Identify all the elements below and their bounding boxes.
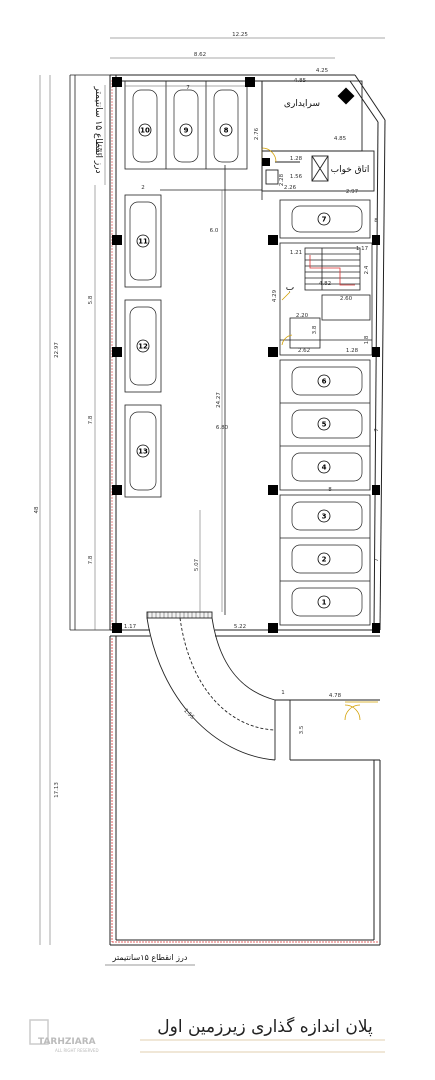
guard-room-label: سرایداری — [284, 99, 320, 109]
stair-label: ب — [286, 283, 294, 293]
dim-lower-total: 17.13 — [54, 782, 60, 798]
guard-door — [261, 147, 277, 163]
dim-overall: 48 — [34, 506, 40, 513]
dim-total-left: 22.97 — [54, 342, 60, 358]
dim-guard-width: 4.85 — [294, 78, 307, 84]
dim-ramp-radius: 1.55 — [182, 708, 195, 721]
dim-stair-h2: 1.8 — [364, 335, 370, 344]
bedroom-shower — [265, 169, 279, 185]
parking-number-3: 3 — [322, 513, 327, 521]
parking-number-6: 6 — [322, 378, 327, 386]
dim-bed-height: 2.28 — [279, 173, 285, 186]
dim-lane-width: 8 — [328, 487, 332, 493]
dim-stair-e: 2.20 — [296, 313, 309, 319]
parking-number-5: 5 — [322, 421, 327, 429]
dim-lane-mid: 6.80 — [216, 425, 229, 431]
parking-number-4: 4 — [322, 464, 327, 472]
parking-stall-12 — [124, 299, 162, 393]
dim-stair-g: 1.28 — [346, 348, 359, 354]
dim-top-right: 4.25 — [316, 68, 329, 74]
side-joint-label: درز انقطاع ۱۵ سانتیمتر — [93, 85, 103, 173]
parking-stall-13 — [124, 404, 162, 498]
parking-group-3-1 — [279, 494, 371, 626]
dim-right-8: 8 — [374, 218, 378, 224]
dim-bottom-a: 1.17 — [124, 624, 137, 630]
parking-number-1: 1 — [322, 599, 327, 607]
parking-row-top — [124, 80, 248, 170]
dim-lane-right: 7 — [374, 428, 380, 432]
dim-bed-total: 2.97 — [346, 189, 359, 195]
dim-left-bottom: 7.8 — [88, 555, 94, 564]
dim-row-11-gap: 6.0 — [210, 228, 219, 234]
dim-bed-w2: 1.56 — [290, 174, 303, 180]
dim-guard-height: 2.76 — [254, 127, 260, 140]
structural-columns — [112, 77, 380, 633]
dim-stair-f: 2.62 — [298, 348, 310, 354]
dim-top-width: 12.25 — [232, 32, 248, 38]
bedroom-label: اتاق خواب — [331, 165, 370, 175]
bedroom-wardrobe — [311, 155, 329, 182]
parking-number-2: 2 — [322, 556, 327, 564]
entrance-door — [344, 704, 361, 721]
dim-top-span: 8.62 — [194, 52, 206, 58]
dim-wall-left: 3.8 — [312, 325, 318, 334]
parking-number-8: 8 — [224, 127, 229, 135]
dim-ramp-width: 4.78 — [329, 693, 342, 699]
outer-wall-right — [379, 119, 386, 631]
dim-bed-bottom: 2.26 — [284, 185, 297, 191]
dim-guard-width-2: 4.85 — [334, 136, 347, 142]
elevator — [321, 294, 371, 321]
parking-number-11: 11 — [138, 238, 148, 246]
parking-number-10: 10 — [140, 127, 150, 135]
dim-right-7: 7 — [374, 558, 380, 562]
parking-number-7: 7 — [322, 216, 327, 224]
dim-stair-i: 4.29 — [272, 289, 278, 302]
parking-stall-7 — [279, 199, 371, 239]
dim-center-vertical: 24.27 — [216, 392, 222, 408]
dim-bed-w1: 1.28 — [290, 156, 303, 162]
ramp — [146, 611, 380, 761]
watermark-brand: TARHZIARA — [38, 1037, 96, 1047]
stair-core — [279, 242, 373, 356]
parking-group-6-4 — [279, 359, 371, 491]
drawing-title: پلان اندازه گذاری زیرزمین اول — [157, 1016, 373, 1037]
parking-number-13: 13 — [138, 448, 148, 456]
dim-left-low: 7.8 — [88, 415, 94, 424]
watermark-logo: TARHZIARA ALL RIGHT RESERVED — [29, 1019, 99, 1053]
car-glyphs — [129, 89, 363, 617]
dim-left-top: 3.27 — [98, 143, 104, 156]
dim-ramp-b: 1 — [281, 690, 285, 696]
dim-bottom-b: 5.22 — [234, 624, 246, 630]
dim-ramp-height: 3.5 — [299, 725, 305, 734]
dim-stair-a: 1.21 — [290, 250, 302, 256]
dim-stair-b: 1.17 — [356, 246, 369, 252]
parking-number-12: 12 — [138, 343, 148, 351]
caption-joint: درز انقطاع ۱۵سانتیمتر — [112, 953, 188, 962]
stairs — [304, 247, 361, 291]
parking-number-9: 9 — [184, 127, 189, 135]
parking-stall-11 — [124, 194, 162, 288]
dim-stair-c: 4.82 — [319, 281, 331, 287]
dim-stair-h: 2.4 — [364, 265, 370, 274]
dim-stair-d: 2.60 — [340, 296, 353, 302]
watermark-tagline: ALL RIGHT RESERVED — [55, 1048, 99, 1053]
dim-left-mid: 5.8 — [88, 295, 94, 304]
dim-row-11-width: 2 — [141, 185, 145, 191]
dim-ramp-gap: 5.07 — [194, 558, 200, 571]
corner-column — [337, 87, 355, 105]
dim-top-small: 7 — [186, 85, 190, 91]
